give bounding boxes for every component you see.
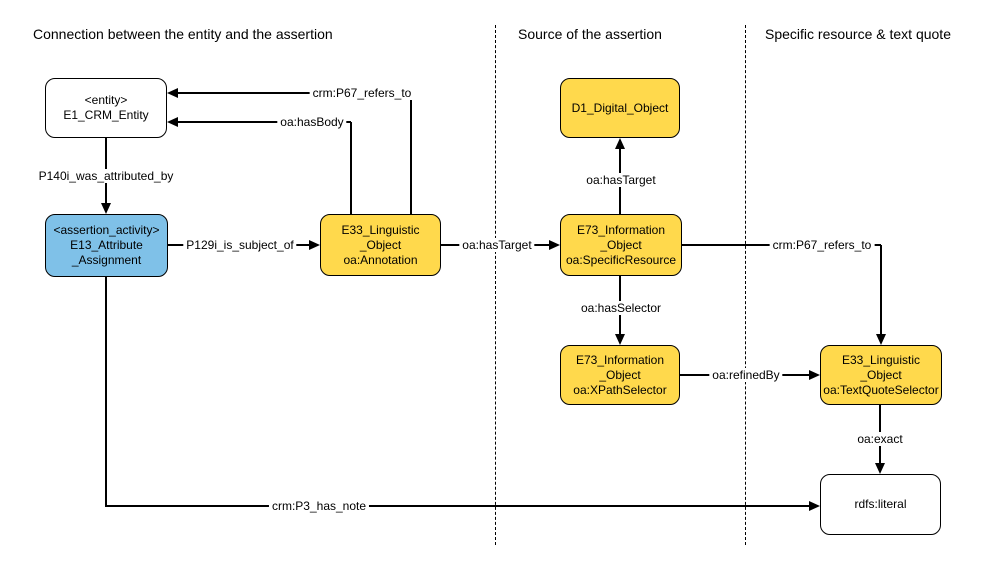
section-title-source: Source of the assertion (518, 26, 662, 42)
edge-hasbody-hsegment (176, 121, 351, 123)
node-label: E33_Linguistic (341, 222, 420, 237)
arrowhead-left-icon (167, 88, 178, 98)
node-label: _Assignment (71, 253, 142, 267)
node-label: <assertion_activity> (53, 223, 160, 237)
node-label: E1_CRM_Entity (63, 108, 149, 122)
node-label: _Object (359, 237, 402, 252)
edge-label-hastarget-v: oa:hasTarget (583, 173, 659, 187)
section-title-specific: Specific resource & text quote (765, 26, 951, 42)
node-e13-attribute-assignment: <assertion_activity> E13_Attribute _Assi… (45, 214, 168, 277)
arrowhead-right-icon (809, 501, 820, 511)
node-e73-specific-resource: E73_Information _Object oa:SpecificResou… (560, 214, 682, 276)
arrowhead-down-icon (101, 203, 111, 214)
edge-label-p67-refers-to-top: crm:P67_refers_to (309, 86, 415, 100)
node-label: oa:Annotation (343, 252, 418, 267)
node-e73-xpath-selector: E73_Information _Object oa:XPathSelector (560, 345, 680, 405)
node-label: <entity> (84, 93, 128, 107)
edge-label-p3-has-note: crm:P3_has_note (268, 499, 370, 513)
edge-p67-top-vsegment (410, 93, 412, 214)
arrowhead-right-icon (309, 240, 320, 250)
edge-label-p67-refers-to-right: crm:P67_refers_to (769, 238, 875, 252)
node-e33-annotation: E33_Linguistic _Object oa:Annotation (320, 214, 441, 276)
arrowhead-up-icon (615, 138, 625, 149)
arrowhead-down-icon (876, 334, 886, 345)
node-label: rdfs:literal (854, 497, 907, 511)
edge-label-refinedby: oa:refinedBy (709, 368, 783, 382)
node-label: E73_Information (575, 352, 665, 367)
node-label: oa:XPathSelector (573, 382, 667, 397)
node-label: _Object (600, 237, 642, 252)
section-divider-2 (745, 25, 746, 545)
edge-label-p129i: P129i_is_subject_of (183, 238, 297, 252)
edge-p3-hsegment (105, 505, 809, 507)
edge-label-hasselector: oa:hasSelector (577, 301, 665, 315)
node-label: E33_Linguistic (841, 352, 921, 367)
node-rdfs-literal: rdfs:literal (820, 474, 941, 535)
node-label: _Object (599, 367, 641, 382)
edge-p3-vsegment (105, 277, 107, 506)
arrowhead-right-icon (809, 370, 820, 380)
section-divider-1 (495, 25, 496, 545)
arrowhead-down-icon (615, 334, 625, 345)
node-e33-text-quote-selector: E33_Linguistic _Object oa:TextQuoteSelec… (820, 345, 942, 405)
node-label: E13_Attribute (70, 238, 143, 252)
section-title-connection: Connection between the entity and the as… (33, 26, 333, 42)
edge-label-exact: oa:exact (854, 432, 906, 446)
edge-p67-right-vsegment (880, 245, 882, 335)
edge-label-p140i: P140i_was_attributed_by (35, 169, 177, 183)
node-e1-crm-entity: <entity> E1_CRM_Entity (45, 78, 167, 138)
node-label: oa:TextQuoteSelector (823, 382, 939, 397)
edge-label-hasbody: oa:hasBody (277, 115, 347, 129)
edge-hasbody-vsegment (350, 122, 352, 214)
edge-p67-top-hsegment (176, 92, 411, 94)
node-label: oa:SpecificResource (565, 252, 677, 267)
arrowhead-left-icon (167, 117, 178, 127)
node-label: D1_Digital_Object (571, 100, 669, 115)
arrowhead-right-icon (549, 240, 560, 250)
node-label: E73_Information (576, 222, 666, 237)
edge-label-hastarget-h: oa:hasTarget (459, 238, 535, 252)
arrowhead-down-icon (875, 463, 885, 474)
node-label: _Object (860, 367, 902, 382)
node-d1-digital-object: D1_Digital_Object (560, 78, 680, 138)
